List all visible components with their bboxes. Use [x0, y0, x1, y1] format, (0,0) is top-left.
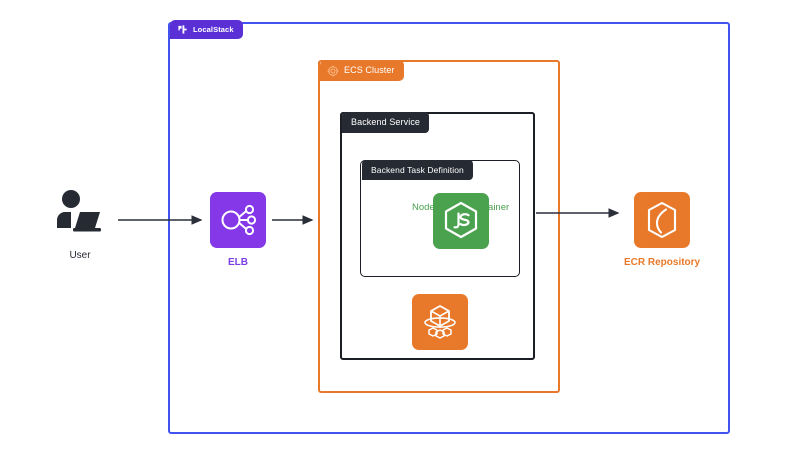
node-elb: ELB	[210, 192, 266, 268]
ecr-container-icon	[634, 192, 691, 248]
badge-localstack-label: LocalStack	[193, 24, 234, 34]
nodejs-icon	[432, 193, 489, 249]
ecs-cluster-icon	[327, 64, 339, 77]
user-at-laptop-icon	[52, 185, 108, 241]
badge-backend-task-definition-label: Backend Task Definition	[371, 164, 464, 175]
boundary-ecs-cluster	[318, 60, 560, 393]
badge-localstack: LocalStack	[170, 20, 243, 39]
node-node-server-container: Node Server Container	[412, 193, 509, 249]
boundary-backend-service	[340, 112, 535, 360]
ecs-task-icon	[412, 294, 468, 350]
badge-backend-service-label: Backend Service	[351, 117, 421, 127]
localstack-icon	[177, 24, 188, 35]
node-ecr-repository: ECR Repository	[624, 192, 700, 268]
node-elb-label: ELB	[228, 257, 248, 268]
badge-ecs-cluster: ECS Cluster	[320, 60, 404, 81]
boundary-localstack	[168, 22, 730, 434]
badge-backend-service: Backend Service	[342, 112, 430, 133]
node-user: User	[52, 185, 108, 261]
node-user-label: User	[69, 250, 91, 261]
badge-ecs-cluster-label: ECS Cluster	[344, 65, 395, 75]
load-balancer-icon	[210, 192, 266, 248]
node-ecr-repository-label: ECR Repository	[624, 257, 701, 268]
node-ecs-task	[412, 294, 468, 359]
badge-backend-task-definition: Backend Task Definition	[362, 160, 473, 180]
